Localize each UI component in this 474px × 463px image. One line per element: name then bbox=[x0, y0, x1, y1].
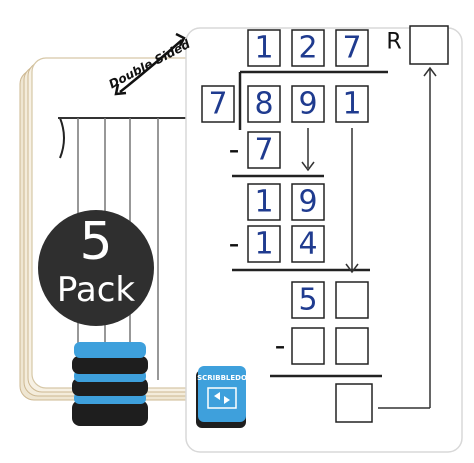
quotient-box-2 bbox=[291, 29, 325, 67]
step-3-digit-1: 1 bbox=[254, 227, 273, 262]
step-3-row: - 1 4 bbox=[229, 225, 325, 263]
final-remainder-box bbox=[335, 383, 373, 423]
dividend-box-1 bbox=[247, 85, 281, 123]
curved-arrow-head-bottom bbox=[114, 83, 127, 96]
eraser-stack-top bbox=[74, 342, 146, 358]
step-5-box-2 bbox=[335, 327, 369, 365]
pack-badge-word: Pack bbox=[57, 270, 136, 310]
step-5-row: - bbox=[275, 327, 369, 365]
back-board-bracket bbox=[59, 117, 65, 159]
remainder-arrow-head bbox=[423, 66, 437, 77]
divisor-box bbox=[201, 85, 235, 123]
quotient-digit-2: 2 bbox=[298, 31, 317, 66]
step-4-box-2 bbox=[335, 281, 369, 319]
eraser-stack bbox=[72, 342, 148, 426]
eraser-stack-base bbox=[72, 400, 148, 426]
divisor-digit: 7 bbox=[208, 87, 227, 122]
step-2-box-2 bbox=[291, 183, 325, 221]
eraser-logo-icon bbox=[207, 387, 237, 409]
step-1-minus: - bbox=[229, 133, 240, 168]
step-4-box-1 bbox=[291, 281, 325, 319]
pack-badge-number: 5 bbox=[79, 212, 112, 272]
step-1-box bbox=[247, 131, 281, 169]
dividend-digit-2: 9 bbox=[298, 87, 317, 122]
step-4-digit: 5 bbox=[298, 283, 317, 318]
dividend-digit-3: 1 bbox=[342, 87, 361, 122]
quotient-row: 1 2 7 R bbox=[247, 25, 449, 67]
quotient-box-1 bbox=[247, 29, 281, 67]
step-3-digit-2: 4 bbox=[298, 227, 317, 262]
pack-badge: 5 Pack bbox=[38, 210, 154, 326]
eraser-brand-text: SCRIBBLEDO bbox=[197, 374, 247, 382]
step-3-box-1 bbox=[247, 225, 281, 263]
step-5-box-1 bbox=[291, 327, 325, 365]
bring-down-arrow-2-head bbox=[345, 263, 359, 274]
step-5-minus: - bbox=[275, 329, 286, 364]
single-eraser: SCRIBBLEDO bbox=[196, 366, 247, 428]
quotient-digit-1: 1 bbox=[254, 31, 273, 66]
step-2-digit-2: 9 bbox=[298, 185, 317, 220]
step-2-row: 1 9 bbox=[247, 183, 325, 221]
remainder-box bbox=[409, 25, 449, 65]
pack-badge-circle bbox=[38, 210, 154, 326]
dividend-digit-1: 8 bbox=[254, 87, 273, 122]
remainder-label: R bbox=[386, 30, 401, 55]
eraser-stack-layer-1 bbox=[72, 356, 148, 374]
step-4-row: 5 bbox=[291, 281, 369, 319]
quotient-box-3 bbox=[335, 29, 369, 67]
step-1-digit: 7 bbox=[254, 133, 273, 168]
eraser-logo-arrows-icon bbox=[214, 392, 230, 404]
step-2-digit-1: 1 bbox=[254, 185, 273, 220]
step-3-minus: - bbox=[229, 227, 240, 262]
step-1-row: - 7 bbox=[229, 131, 281, 169]
step-3-box-2 bbox=[291, 225, 325, 263]
bring-down-arrow-1-head bbox=[301, 161, 315, 172]
curved-arrow bbox=[119, 39, 183, 93]
quotient-digit-3: 7 bbox=[342, 31, 361, 66]
dividend-box-3 bbox=[335, 85, 369, 123]
eraser-stack-layer-3 bbox=[72, 378, 148, 396]
step-2-box-1 bbox=[247, 183, 281, 221]
dividend-box-2 bbox=[291, 85, 325, 123]
dividend-row: 7 8 9 1 bbox=[201, 85, 369, 123]
curved-arrow-head-top bbox=[175, 32, 186, 47]
